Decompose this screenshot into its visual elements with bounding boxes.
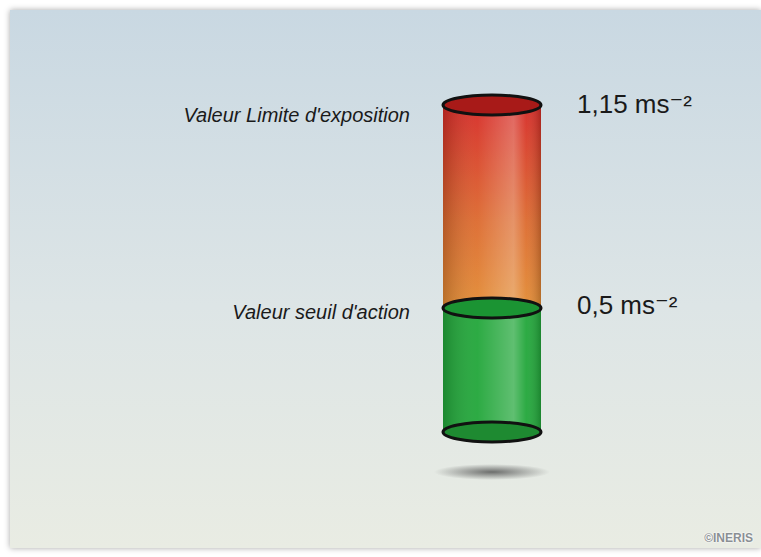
threshold-value: 0,5 ms⁻² bbox=[577, 290, 677, 321]
drop-shadow bbox=[434, 464, 550, 480]
threshold-value: 1,15 ms⁻² bbox=[577, 89, 692, 120]
threshold-name: Valeur seuil d'action bbox=[232, 300, 410, 324]
green-section bbox=[443, 308, 541, 442]
threshold-name: Valeur Limite d'exposition bbox=[183, 103, 410, 127]
bottom-rim bbox=[443, 422, 541, 442]
red-section bbox=[443, 105, 541, 318]
middle-rim bbox=[443, 298, 541, 318]
watermark: ©INERIS bbox=[704, 531, 753, 545]
top-rim bbox=[443, 95, 541, 115]
